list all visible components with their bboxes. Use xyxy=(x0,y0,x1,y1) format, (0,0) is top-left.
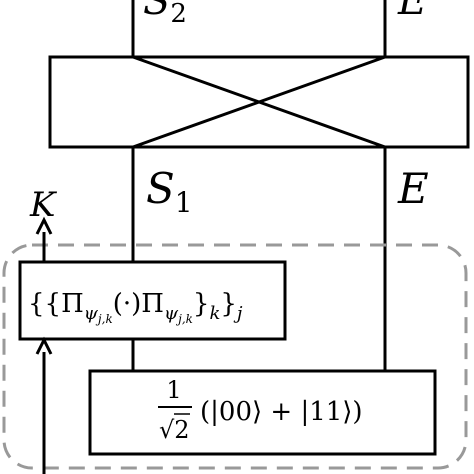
label-e-top: E xyxy=(397,0,427,24)
pi-2-subsub: j,k xyxy=(175,312,193,326)
rbrace-outer: } xyxy=(220,289,237,319)
label-e-mid: E xyxy=(397,164,429,213)
frac-denominator: √2 xyxy=(159,416,190,444)
dashed-enclosure xyxy=(2,243,468,470)
swap-cross-line-2 xyxy=(132,55,386,149)
ket-expression: (|00⟩ + |11⟩) xyxy=(200,397,363,427)
frac-numerator: 1 xyxy=(166,376,181,404)
pi-1-subsub: j,k xyxy=(95,312,113,326)
pi-1: Π xyxy=(61,289,84,319)
input-arrow-head xyxy=(35,336,53,355)
measurement-expression: {{Πψj,k(·)Πψj,k}k}j xyxy=(28,289,243,326)
sqrt-sign: √ xyxy=(159,416,175,444)
measurement-box xyxy=(18,260,287,341)
label-s2: S2 xyxy=(143,0,187,29)
label-s1: S1 xyxy=(146,164,193,219)
label-s1-main: S xyxy=(146,164,175,213)
state-box xyxy=(88,369,437,456)
swap-box xyxy=(48,55,470,149)
arg: (·) xyxy=(113,289,142,319)
label-s1-sub: 1 xyxy=(175,186,193,219)
rbrace-inner: } xyxy=(193,289,210,319)
label-s2-main: S xyxy=(143,0,170,24)
pi-2: Π xyxy=(141,289,164,319)
label-k: K xyxy=(29,185,58,225)
lbrace-outer: { xyxy=(28,289,45,319)
inner-index: k xyxy=(209,303,220,324)
sqrt-arg: 2 xyxy=(174,416,189,444)
outer-index: j xyxy=(233,303,243,324)
lbrace-inner: { xyxy=(45,289,62,319)
label-s2-sub: 2 xyxy=(170,0,187,29)
output-arrow-k-head xyxy=(35,216,53,235)
pi-1-sub: ψ xyxy=(84,303,99,324)
pi-2-sub: ψ xyxy=(164,303,179,324)
